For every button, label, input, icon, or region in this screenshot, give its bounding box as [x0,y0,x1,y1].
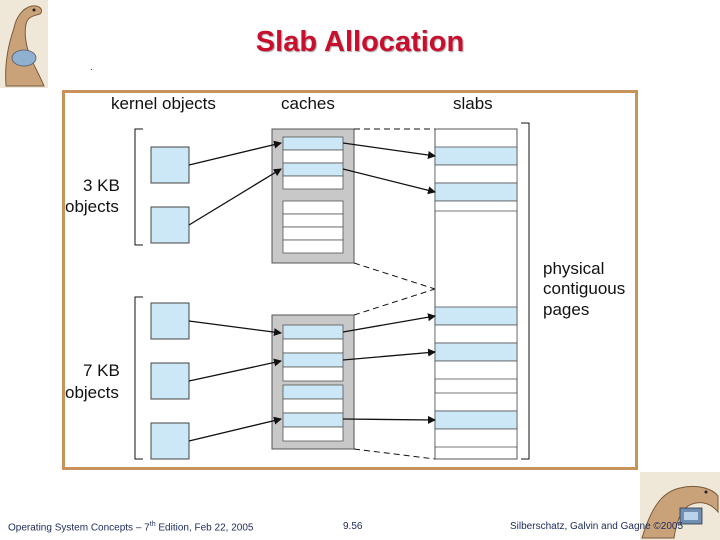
label-pages: pages [543,300,589,319]
footer-copyright: Silberschatz, Galvin and Gagne ©2005 [510,521,684,532]
bracket-7kb [134,296,143,460]
kernel-object-7kb-3 [150,422,190,460]
footer-edition-date: Edition, Feb 22, 2005 [155,522,254,534]
footer-course-title: Operating System Concepts – 7 [8,522,150,534]
dashed-connector-3 [353,288,436,316]
footer-page-number: 9.56 [343,521,363,532]
arrow-cache1-to-slab-2 [342,168,436,195]
kernel-object-7kb-2 [150,362,190,400]
dinosaur-illustration-top-left [0,0,48,88]
footer-edition-sup: th [149,521,156,528]
label-7kb-objects: objects [65,383,119,402]
stray-dot: . [90,62,93,73]
kernel-object-7kb-1 [150,302,190,340]
slide-title: Slab Allocation [255,26,465,58]
diagram-frame: kernel objects caches slabs 3 KB objects… [62,90,638,470]
arrow-cache2-to-slab-1 [342,313,436,333]
bracket-3kb [134,128,143,246]
cache-3kb [271,128,355,264]
arrow-obj4-to-cache [188,358,282,382]
label-3kb: 3 KB [83,176,120,195]
header-caches: caches [281,94,335,113]
bracket-physical-pages [521,122,530,460]
arrow-obj2-to-cache [188,168,282,226]
arrow-obj5-to-cache [188,416,282,442]
arrow-obj1-to-cache [188,140,282,166]
dashed-connector-4 [353,448,436,460]
slabs-column [434,128,518,460]
label-7kb: 7 KB [83,361,120,380]
arrow-cache2-to-slab-2 [342,348,436,361]
arrow-cache2-to-slab-3 [342,415,436,424]
footer-course-info: Operating System Concepts – 7th Edition,… [8,521,253,533]
dashed-connector-2 [353,262,436,290]
dinosaur-illustration-bottom-right [640,472,720,540]
cache-7kb [271,314,355,450]
kernel-object-3kb-2 [150,206,190,244]
label-physical: physical [543,259,604,278]
arrow-obj3-to-cache [188,320,282,337]
kernel-object-3kb-1 [150,146,190,184]
arrow-cache1-to-slab-1 [342,142,436,159]
label-contiguous: contiguous [543,279,625,298]
header-slabs: slabs [453,94,493,113]
header-kernel-objects: kernel objects [111,94,216,113]
label-3kb-objects: objects [65,197,119,216]
slab-allocation-diagram: kernel objects caches slabs 3 KB objects… [65,94,625,460]
